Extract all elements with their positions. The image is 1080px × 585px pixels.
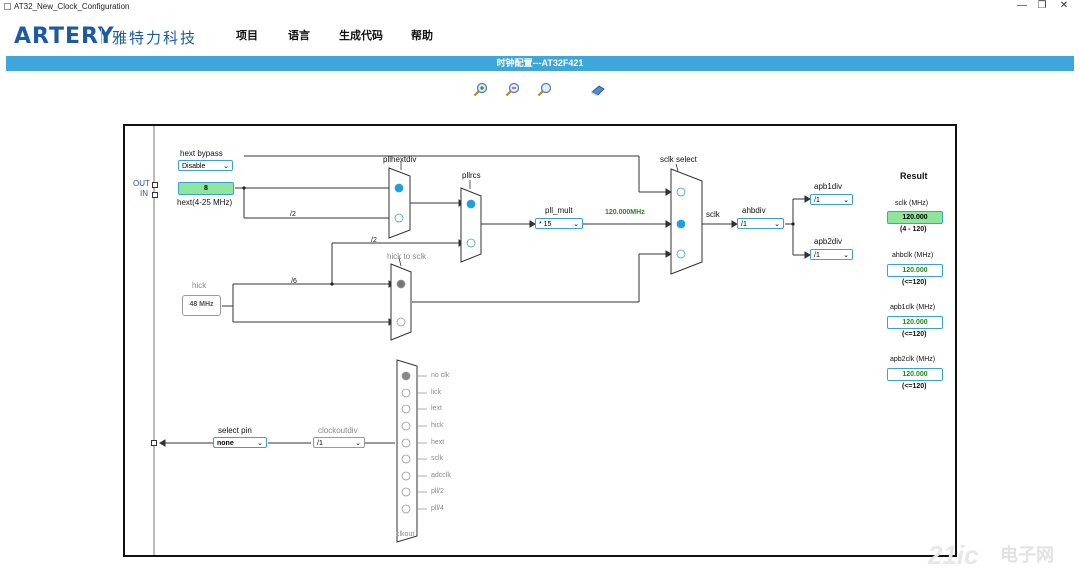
ahbdiv-label: ahbdiv: [742, 206, 766, 215]
pllrcs-mux: [460, 187, 482, 263]
clockoutdiv-label: clockoutdiv: [318, 426, 358, 435]
chevron-down-icon: ⌄: [223, 163, 229, 170]
chevron-down-icon: ⌄: [573, 221, 579, 228]
page-title-banner: 时钟配置---AT32F421: [6, 56, 1074, 71]
zoom-fit-icon[interactable]: [537, 82, 553, 98]
hick-frequency-box: 48 MHz: [182, 295, 221, 316]
sclk-select-label: sclk select: [660, 155, 697, 164]
clkout-pin-port: [151, 440, 157, 446]
chevron-down-icon: ⌄: [774, 221, 780, 228]
result-apb1clk-range: (<=120): [902, 331, 927, 338]
select-pin-value: none: [217, 440, 234, 447]
result-ahbclk-value: 120.000: [887, 264, 943, 277]
result-apb2clk-label: apb2clk (MHz): [890, 356, 936, 363]
result-ahbclk-label: ahbclk (MHz): [892, 252, 934, 259]
result-apb2clk-value: 120.000: [887, 368, 943, 381]
menu-project[interactable]: 项目: [236, 30, 258, 42]
clkout-option-lext[interactable]: lext: [431, 405, 442, 412]
menu-help[interactable]: 帮助: [411, 30, 433, 42]
pll-mult-select[interactable]: * 15 ⌄: [535, 218, 583, 229]
hick-label: hick: [192, 281, 207, 290]
out-label: OUT: [133, 179, 150, 188]
minimize-button[interactable]: —: [1017, 0, 1027, 11]
sclk-select-mux: [670, 168, 703, 275]
select-pin-label: select pin: [218, 426, 252, 435]
clockoutdiv-select[interactable]: /1 ⌄: [313, 437, 365, 448]
apb1div-select[interactable]: /1 ⌄: [810, 194, 853, 205]
eraser-icon[interactable]: [590, 82, 606, 98]
result-apb1clk-value: 120.000: [887, 316, 943, 329]
result-apb1clk-label: apb1clk (MHz): [890, 304, 936, 311]
clkout-option-pll-4[interactable]: pll/4: [431, 505, 444, 512]
close-button[interactable]: ✕: [1059, 0, 1069, 11]
clkout-option-sclk[interactable]: sclk: [431, 455, 444, 462]
ahbdiv-select[interactable]: /1 ⌄: [737, 218, 784, 229]
window-title: AT32_New_Clock_Configuration: [14, 2, 130, 11]
result-sclk-range: (4 - 120): [900, 226, 927, 233]
clkout-mux: [396, 359, 418, 543]
apb2div-select[interactable]: /1 ⌄: [810, 249, 853, 260]
div2-label-b: /2: [371, 237, 377, 244]
clkout-option-adcclk[interactable]: adcclk: [431, 472, 451, 479]
result-sclk-label: sclk (MHz): [895, 200, 929, 207]
in-label: IN: [140, 189, 148, 198]
hext-bypass-value: Disable: [182, 163, 206, 170]
hick-to-sclk-label: hick to sclk: [387, 252, 427, 261]
apb1div-value: /1: [814, 197, 820, 204]
chevron-down-icon: ⌄: [257, 440, 263, 447]
pllrcs-label: pllrcs: [462, 171, 481, 180]
chevron-down-icon: ⌄: [843, 252, 849, 259]
select-pin-select[interactable]: none ⌄: [213, 437, 267, 448]
brand-divider: [101, 28, 102, 44]
app-icon: [4, 3, 11, 10]
div6-label: /6: [291, 278, 297, 285]
hext-bypass-label: hext bypass: [180, 149, 223, 158]
hick-to-sclk-mux: [390, 263, 412, 341]
result-title: Result: [900, 171, 928, 181]
result-sclk-value: 120.000: [887, 211, 943, 224]
zoom-out-icon[interactable]: [505, 82, 521, 98]
out-port: [152, 182, 158, 188]
pllhextdiv-mux: [388, 167, 411, 239]
menu-language[interactable]: 语言: [288, 30, 310, 42]
sclk-label: sclk: [706, 210, 720, 219]
menu-generate-code[interactable]: 生成代码: [339, 30, 383, 42]
window-titlebar: AT32_New_Clock_Configuration — ❐ ✕: [0, 0, 1080, 14]
clockoutdiv-value: /1: [317, 440, 323, 447]
artery-logo: ARTERY: [14, 24, 115, 49]
chevron-down-icon: ⌄: [355, 440, 361, 447]
pll-mult-label: pll_mult: [545, 206, 573, 215]
clkout-option-pll-2[interactable]: pll/2: [431, 488, 444, 495]
result-ahbclk-range: (<=120): [902, 279, 927, 286]
clkout-option-no-clk[interactable]: no clk: [431, 372, 450, 379]
company-name: 雅特力科技: [112, 30, 198, 47]
ahbdiv-value: /1: [741, 221, 747, 228]
in-port: [152, 192, 158, 198]
zoom-in-icon[interactable]: [473, 82, 489, 98]
clkout-option-hext[interactable]: hext: [431, 439, 445, 446]
watermark-text: 电子网: [1000, 545, 1054, 565]
watermark-logo: 21ic: [928, 540, 979, 570]
clock-wires: [153, 126, 811, 555]
clock-diagram-canvas: hext bypass Disable ⌄ OUT IN 8 hext(4-25 …: [123, 124, 957, 557]
apb1div-label: apb1div: [814, 182, 843, 191]
hext-frequency-input[interactable]: 8: [178, 182, 234, 195]
restore-button[interactable]: ❐: [1037, 0, 1047, 11]
clkout-label: clkout: [396, 531, 415, 538]
pll-mult-value: * 15: [539, 221, 552, 228]
hext-range-label: hext(4-25 MHz): [177, 198, 233, 207]
clkout-option-lick[interactable]: lick: [431, 389, 442, 396]
clkout-option-hick[interactable]: hick: [431, 422, 444, 429]
chevron-down-icon: ⌄: [843, 197, 849, 204]
pll-frequency-label: 120.000MHz: [605, 209, 645, 216]
pllhextdiv-label: pllhextdiv: [383, 155, 417, 164]
apb2div-value: /1: [814, 252, 820, 259]
result-apb2clk-range: (<=120): [902, 383, 927, 390]
apb2div-label: apb2div: [814, 237, 843, 246]
hext-bypass-select[interactable]: Disable ⌄: [178, 160, 233, 171]
div2-label-a: /2: [290, 211, 296, 218]
